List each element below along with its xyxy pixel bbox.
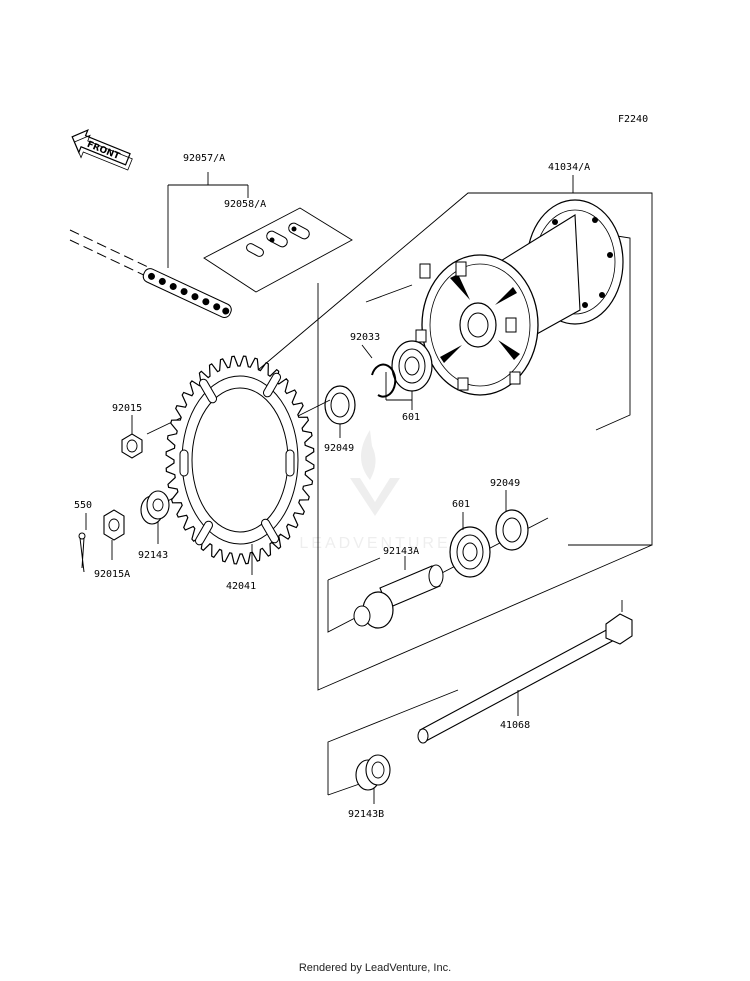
- cotter-pin: [78, 513, 87, 573]
- part-label-hub: 41034/A: [548, 162, 590, 173]
- master-link-parts: [246, 222, 310, 257]
- rear-hub: [415, 199, 624, 396]
- castle-nut: [103, 509, 125, 560]
- part-label-bearing-left: 601: [402, 412, 420, 423]
- part-label-cotter-pin: 550: [74, 500, 92, 511]
- part-label-castle-nut: 92015A: [94, 569, 130, 580]
- exploded-parts-diagram: LEADVENTURE F2240 FRONT: [69, 114, 653, 820]
- part-label-sprocket-bolt: 92015: [112, 403, 142, 414]
- front-arrow-icon: FRONT: [71, 129, 133, 171]
- part-label-axle-collar-long: 92143A: [383, 546, 419, 557]
- part-label-oil-seal-left: 92049: [324, 443, 354, 454]
- rear-axle: [417, 600, 633, 744]
- left-bearing-set: [324, 284, 433, 438]
- part-label-sprocket: 42041: [226, 581, 256, 592]
- part-label-oil-seal-right: 92049: [490, 478, 520, 489]
- part-label-master-link: 92058/A: [224, 199, 266, 210]
- rear-sprocket: [146, 355, 331, 575]
- part-label-axle-collar-short: 92143B: [348, 809, 384, 820]
- hub-bracket: [257, 175, 653, 691]
- footer-credit: Rendered by LeadVenture, Inc.: [298, 962, 452, 974]
- part-label-sprocket-collar: 92143: [138, 550, 168, 561]
- short-collar: [327, 689, 459, 804]
- part-label-bearing-right: 601: [452, 499, 470, 510]
- sprocket-bolt: [121, 415, 143, 459]
- part-label-chain: 92057/A: [183, 153, 225, 164]
- chain-assembly: [69, 172, 353, 319]
- sprocket-collar: [140, 490, 170, 544]
- chain-links: [142, 268, 232, 319]
- watermark-logo: LEADVENTURE: [299, 430, 450, 552]
- part-label-circlip: 92033: [350, 332, 380, 343]
- right-bearing-set: [327, 490, 549, 633]
- part-label-axle: 41068: [500, 720, 530, 731]
- watermark-text: LEADVENTURE: [299, 535, 450, 552]
- diagram-code: F2240: [618, 114, 648, 125]
